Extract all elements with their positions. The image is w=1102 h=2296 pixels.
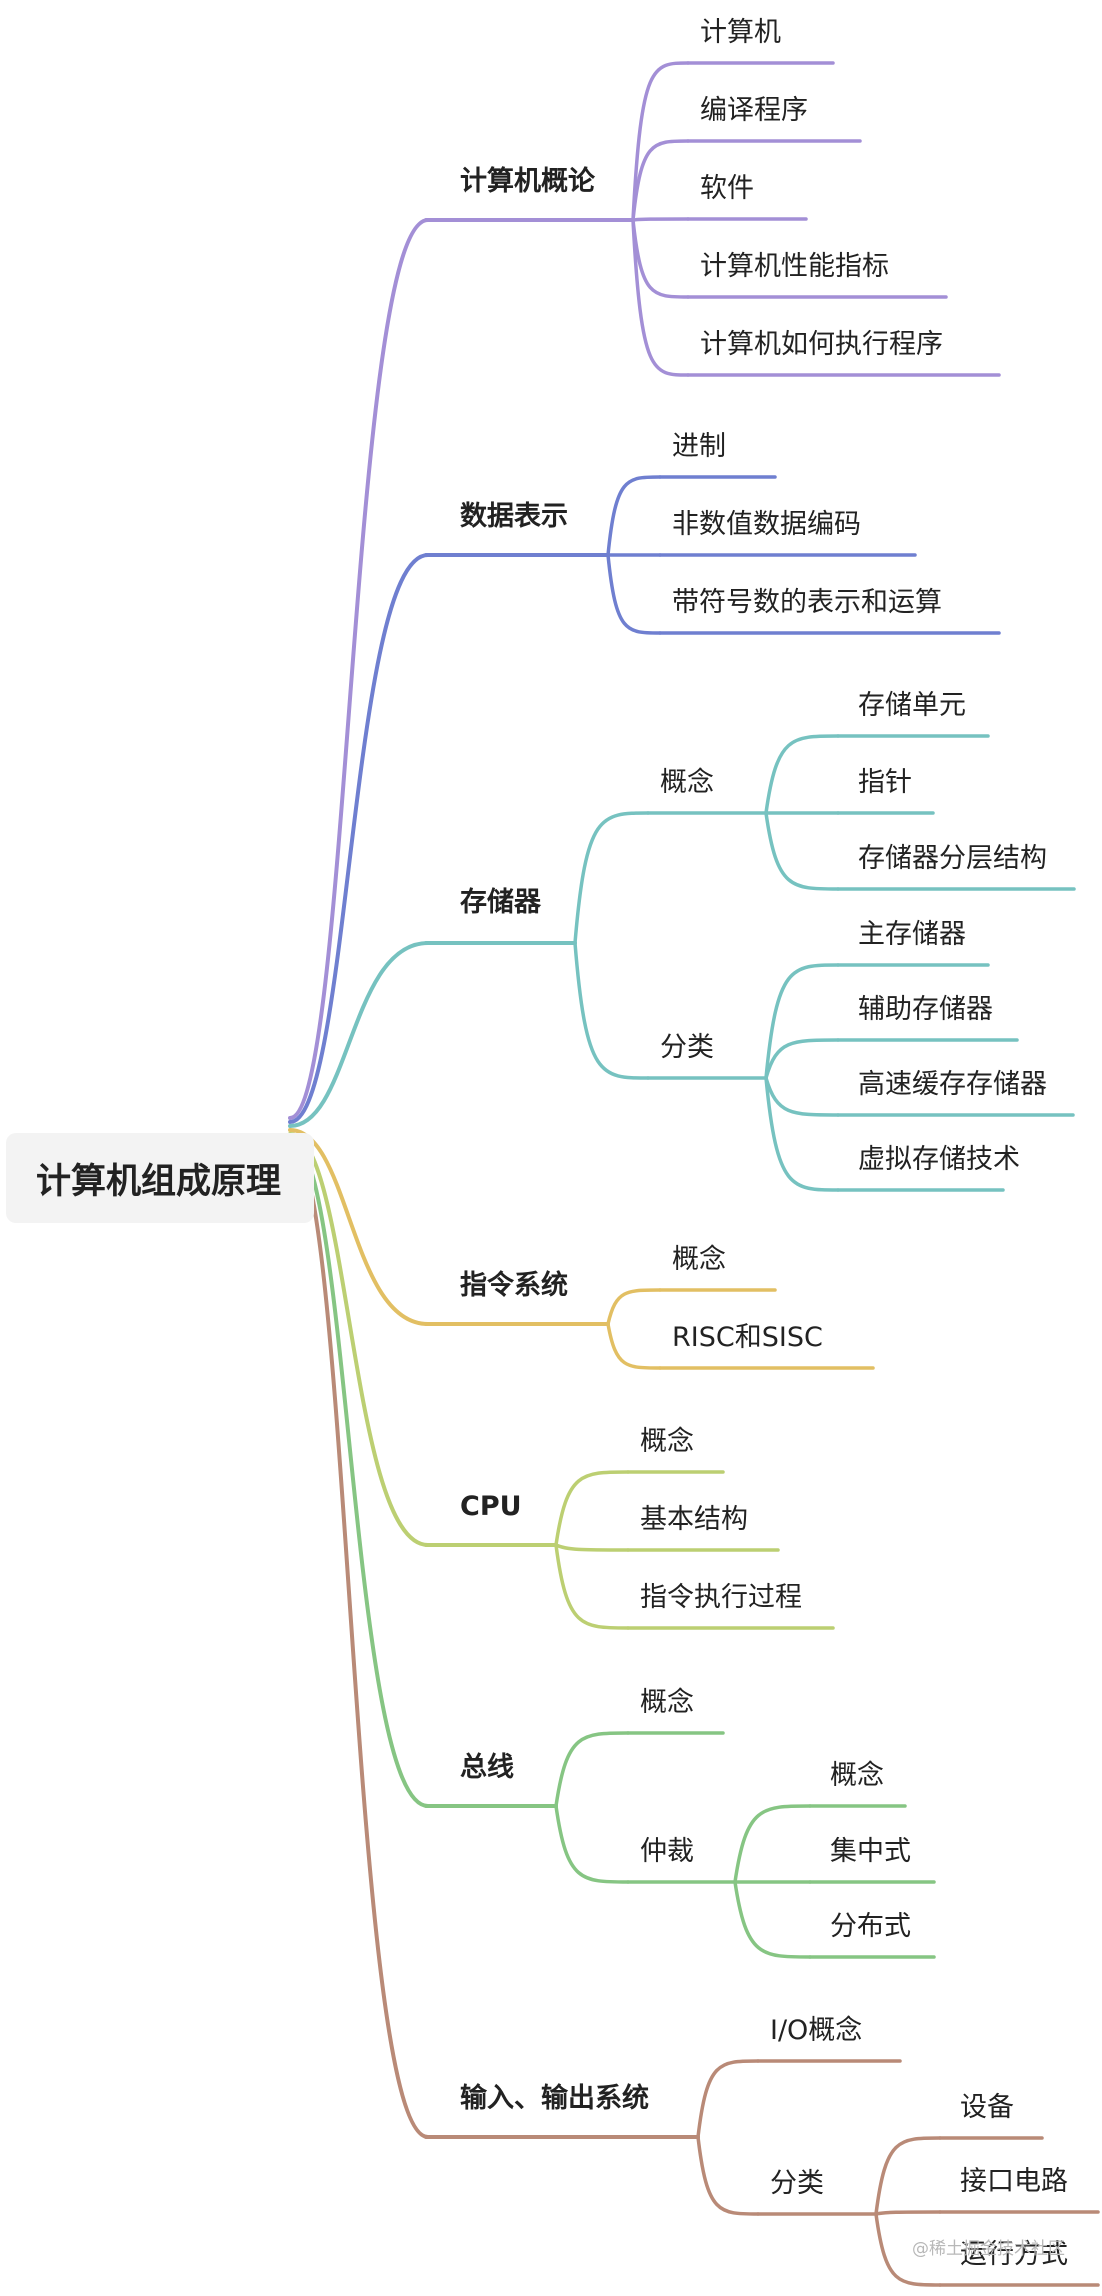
subtopic-label[interactable]: 高速缓存存储器 (858, 1069, 1047, 1100)
branch-connector (554, 1470, 630, 1547)
topic-label[interactable]: 概念 (640, 1687, 694, 1718)
branch-connector (631, 61, 690, 222)
root-connector (288, 1136, 430, 1808)
branch-label[interactable]: 数据表示 (460, 501, 568, 532)
subtopic-label[interactable]: 存储单元 (858, 690, 966, 721)
topic-label[interactable]: I/O概念 (770, 2015, 862, 2046)
subtopic-label[interactable]: 虚拟存储技术 (858, 1144, 1020, 1175)
subtopic-connector (733, 1880, 812, 1959)
subtopic-label[interactable]: 运行方式 (960, 2239, 1068, 2270)
subtopic-label[interactable]: 分布式 (830, 1911, 911, 1942)
branch-connector (554, 1731, 630, 1808)
branch-connector (554, 1804, 630, 1884)
branch-connector (631, 139, 690, 222)
subtopic-connector (764, 1076, 840, 1192)
subtopic-connector (874, 2136, 942, 2216)
root-connector (288, 941, 430, 1128)
branch-connector (606, 1322, 662, 1370)
topic-label[interactable]: 计算机性能指标 (700, 251, 889, 282)
subtopic-connector (764, 963, 840, 1080)
branch-connector (573, 811, 650, 945)
root-label: 计算机组成原理 (36, 1162, 281, 1202)
branch-connector (573, 941, 650, 1080)
branch-connector (696, 2059, 760, 2139)
topic-label[interactable]: 概念 (640, 1426, 694, 1457)
topic-label[interactable]: RISC和SISC (672, 1322, 823, 1353)
subtopic-label[interactable]: 集中式 (830, 1836, 911, 1867)
branch-label[interactable]: 输入、输出系统 (460, 2082, 649, 2114)
branch-connector (631, 217, 690, 222)
topic-label[interactable]: 分类 (770, 2168, 824, 2199)
subtopic-connector (764, 1038, 840, 1080)
branch-connector (606, 553, 662, 635)
subtopic-label[interactable]: 存储器分层结构 (858, 843, 1047, 874)
topic-label[interactable]: 编译程序 (700, 95, 808, 126)
topic-label[interactable]: 仲裁 (640, 1836, 694, 1867)
topic-label[interactable]: 软件 (700, 173, 754, 204)
watermark: @稀土掘金技术社区 (912, 2239, 1065, 2259)
topic-label[interactable]: 指令执行过程 (640, 1582, 802, 1613)
subtopic-connector (874, 2212, 942, 2287)
topic-label[interactable]: 基本结构 (640, 1504, 748, 1535)
branch-connector (631, 218, 690, 299)
topic-label[interactable]: 概念 (660, 767, 714, 798)
subtopic-label[interactable]: 指针 (858, 767, 912, 798)
subtopic-connector (764, 1076, 840, 1117)
branch-connector (554, 1543, 630, 1630)
subtopic-label[interactable]: 接口电路 (960, 2166, 1068, 2197)
topic-label[interactable]: 概念 (672, 1244, 726, 1275)
branch-label[interactable]: 存储器 (460, 887, 542, 918)
branch-underlines (424, 61, 1100, 2287)
branch-label[interactable]: CPU (460, 1491, 522, 1522)
branch-connector (606, 1288, 662, 1326)
subtopic-connector (764, 811, 840, 891)
subtopic-connector (733, 1804, 812, 1884)
subtopic-label[interactable]: 设备 (960, 2092, 1014, 2123)
subtopic-connector (874, 2210, 942, 2216)
subtopic-label[interactable]: 概念 (830, 1760, 884, 1791)
root-connector (288, 553, 430, 1124)
branch-connector (631, 218, 690, 377)
topic-label[interactable]: 非数值数据编码 (672, 509, 861, 540)
connectors (288, 61, 942, 2287)
topic-label[interactable]: 计算机 (700, 17, 781, 48)
topic-label[interactable]: 分类 (660, 1032, 714, 1063)
subtopic-label[interactable]: 主存储器 (858, 919, 966, 950)
branch-connector (606, 475, 662, 557)
subtopic-connector (764, 734, 840, 815)
topic-label[interactable]: 计算机如何执行程序 (700, 329, 943, 360)
branch-label[interactable]: 计算机概论 (460, 165, 596, 197)
root-connector (288, 1140, 430, 2139)
root-node[interactable]: 计算机组成原理 (6, 1133, 314, 1223)
branch-connector (696, 2135, 760, 2216)
branch-connector (554, 1543, 630, 1552)
root-connector (288, 218, 430, 1120)
topic-label[interactable]: 进制 (672, 431, 726, 462)
branch-label[interactable]: 指令系统 (460, 1269, 568, 1301)
root-box (6, 1133, 314, 1223)
topic-label[interactable]: 带符号数的表示和运算 (672, 587, 942, 618)
subtopic-label[interactable]: 辅助存储器 (858, 994, 993, 1025)
branch-label[interactable]: 总线 (460, 1752, 514, 1783)
